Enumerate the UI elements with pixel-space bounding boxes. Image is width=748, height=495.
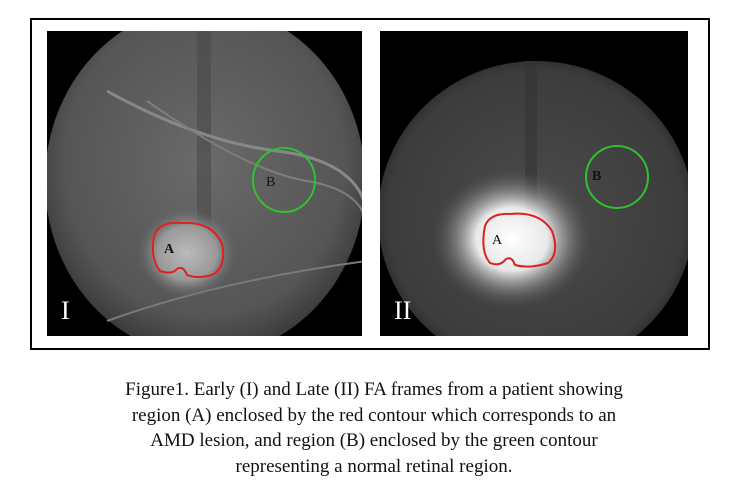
fundus-image-early: A B (47, 31, 362, 336)
panel-label: II (394, 296, 412, 325)
region-b-label: B (592, 169, 601, 184)
panel-early-fa: A B I (47, 31, 362, 336)
region-a-label: A (164, 242, 175, 257)
panel-label: I (61, 296, 70, 325)
region-a-contour (482, 212, 557, 268)
caption-line: Figure1. Early (I) and Late (II) FA fram… (125, 379, 623, 400)
region-a-label: A (492, 233, 503, 248)
figure-caption: Figure1. Early (I) and Late (II) FA fram… (0, 377, 748, 479)
region-b-contour (585, 145, 649, 209)
panel-late-fa: A B II (380, 31, 688, 336)
region-b-contour (252, 147, 316, 213)
caption-line: region (A) enclosed by the red contour w… (131, 404, 617, 426)
fundus-image-late: A B (380, 61, 688, 336)
region-b-label: B (266, 175, 275, 190)
caption-line: representing a normal retinal region. (235, 455, 513, 477)
figure-frame (30, 18, 710, 350)
caption-line: AMD lesion, and region (B) enclosed by t… (150, 430, 598, 451)
region-a-contour (151, 221, 225, 278)
